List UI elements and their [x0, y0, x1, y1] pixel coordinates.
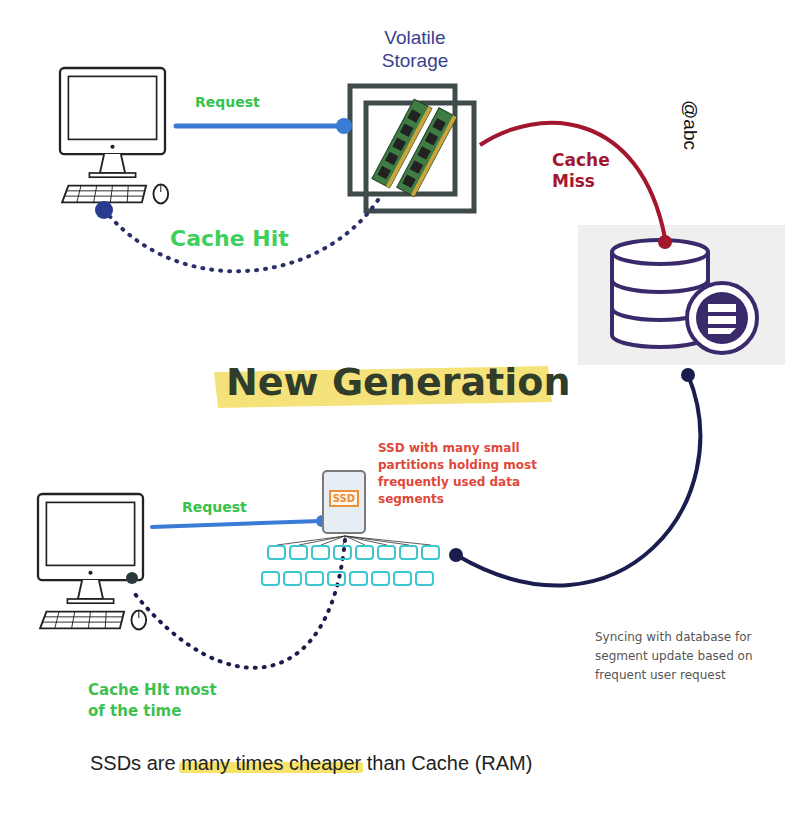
partition-box [400, 546, 417, 559]
partition-box [422, 546, 439, 559]
partition-box [356, 546, 373, 559]
request-label: Request [195, 94, 260, 110]
partition-box [262, 572, 279, 585]
caption: SSDs are many times cheaper than Cache (… [90, 752, 532, 775]
partition-box [372, 572, 389, 585]
cache-miss-label: Cache Miss [552, 150, 618, 192]
line-dot [681, 368, 695, 382]
partition-box [312, 546, 329, 559]
sync-note: Syncing with database for segment update… [595, 628, 777, 685]
leader-line [321, 536, 345, 545]
partition-box [416, 572, 433, 585]
request-line [152, 521, 320, 527]
section-heading: New Generation [226, 360, 570, 404]
ssd-box: SSD [322, 470, 366, 534]
request-label: Request [182, 499, 247, 515]
partition-box [334, 546, 351, 559]
database-icon [612, 240, 757, 353]
leader-line [345, 536, 431, 545]
line-dot [336, 118, 352, 134]
partition-group [262, 536, 439, 585]
line-dot [126, 572, 138, 584]
partition-box [328, 572, 345, 585]
watermark: @abc [679, 100, 701, 150]
cache-hit-line [106, 200, 378, 271]
partition-box [290, 546, 307, 559]
database-panel [578, 225, 785, 365]
leader-line [277, 536, 345, 545]
leader-line [299, 536, 345, 545]
partition-box [394, 572, 411, 585]
cache-hit-label: Cache HIt most of the time [88, 680, 238, 722]
partition-box [284, 572, 301, 585]
line-dot [449, 548, 463, 562]
leader-line [345, 536, 387, 545]
cache-hit-label: Cache Hit [170, 226, 289, 251]
line-dot [95, 201, 113, 219]
partition-box [268, 546, 285, 559]
cache-hit-line [135, 540, 345, 668]
line-dot [658, 235, 672, 249]
storage-heading: Volatile Storage [365, 26, 465, 72]
computer-icon [60, 68, 168, 203]
partition-box [350, 572, 367, 585]
cache-miss-line [480, 123, 665, 238]
request-line [176, 124, 342, 129]
ssd-label: SSD [329, 490, 359, 507]
ssd-note: SSD with many small partitions holding m… [378, 440, 568, 508]
computer-icon [38, 494, 146, 629]
leader-line [343, 536, 345, 545]
volatile-storage-box: Volatile Storage [340, 26, 490, 218]
partition-box [378, 546, 395, 559]
ram-sticks [372, 96, 457, 201]
partition-box [306, 572, 323, 585]
